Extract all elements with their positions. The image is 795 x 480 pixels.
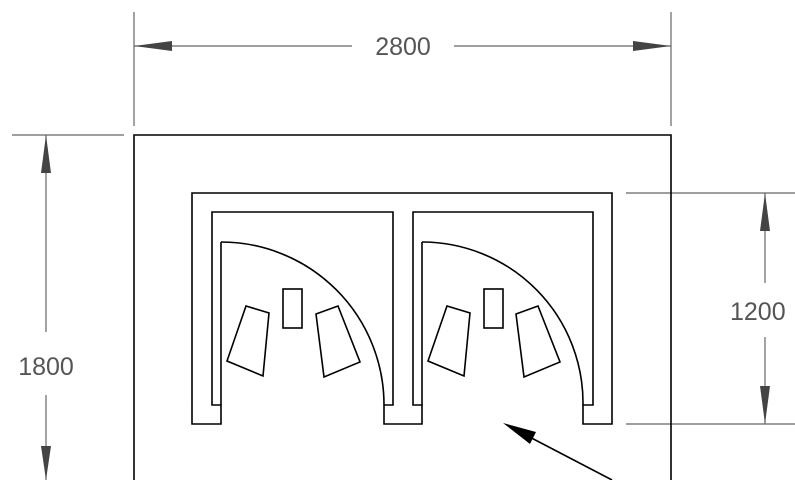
width-dimension: 2800 (133, 12, 672, 126)
left-bay (220, 241, 385, 406)
height-dimension-label: 1800 (18, 353, 74, 381)
inner-arrow-top (760, 193, 770, 231)
left-door-swing-arc (220, 241, 385, 406)
inner-height-dimension-label: 1200 (730, 298, 786, 326)
height-arrow-top (41, 135, 51, 173)
entry-arrow-shaft (519, 431, 613, 480)
left-chair-2 (315, 304, 362, 379)
outer-room-outline (133, 134, 672, 480)
right-door-swing-arc (421, 241, 584, 406)
inner-arrow-bottom (760, 386, 770, 424)
inner-height-dimension: 1200 (626, 192, 795, 425)
left-chair-1 (225, 305, 270, 378)
right-center-desk (483, 288, 504, 329)
right-bay (421, 241, 584, 406)
height-dimension: 1800 (12, 134, 124, 480)
entry-arrow-head (503, 423, 536, 444)
height-arrow-bottom (41, 446, 51, 480)
left-center-desk (282, 288, 303, 329)
width-dimension-label: 2800 (375, 33, 431, 61)
entry-arrow (503, 423, 613, 480)
right-chair-2 (515, 304, 562, 379)
width-arrow-left (134, 41, 172, 51)
width-arrow-right (633, 41, 671, 51)
right-chair-1 (426, 305, 471, 378)
